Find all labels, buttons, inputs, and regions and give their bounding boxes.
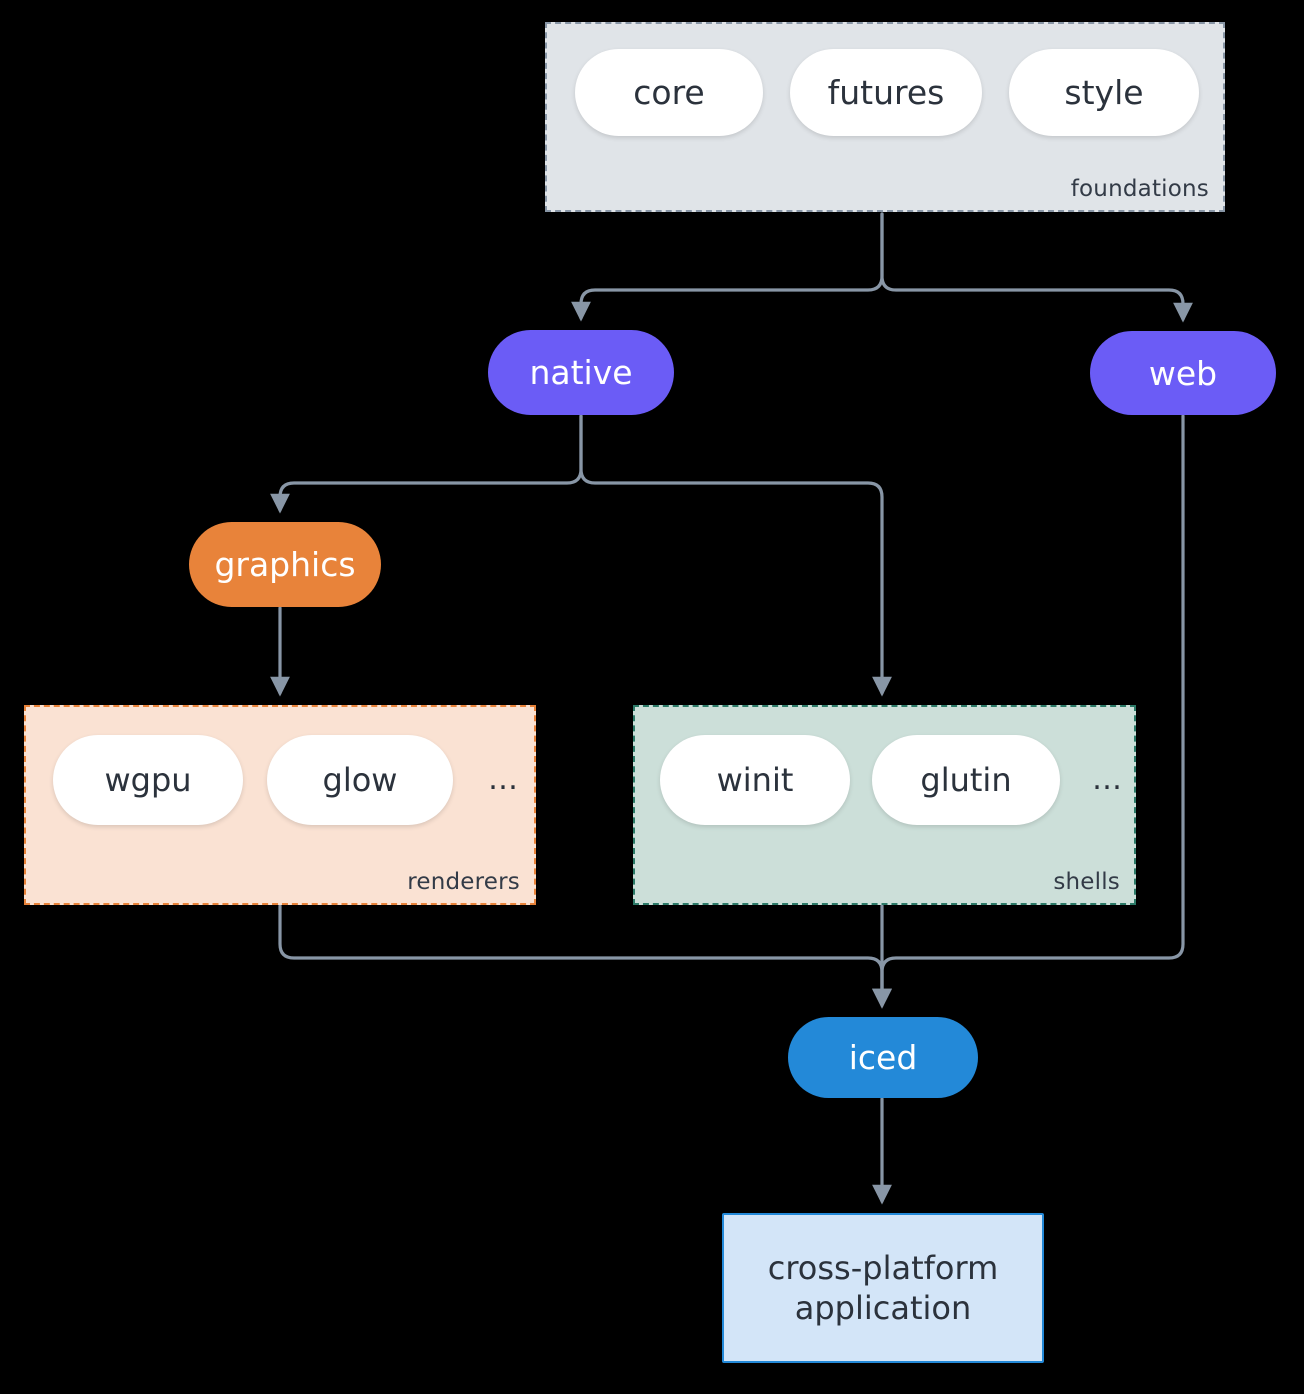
- group-renderers: wgpu glow … renderers: [24, 705, 536, 905]
- group-shells: winit glutin … shells: [633, 705, 1136, 905]
- pill-glutin[interactable]: glutin: [872, 735, 1060, 825]
- shells-more-ellipsis: …: [1092, 762, 1122, 797]
- pill-winit[interactable]: winit: [660, 735, 850, 825]
- edge-renderers-iced: [278, 904, 892, 1009]
- node-iced[interactable]: iced: [788, 1017, 978, 1098]
- shells-items: winit glutin …: [660, 735, 1132, 825]
- edge-foundations-web: [880, 212, 1193, 323]
- pill-glow[interactable]: glow: [267, 735, 453, 825]
- group-foundations: core futures style foundations: [545, 22, 1225, 212]
- node-graphics[interactable]: graphics: [189, 522, 381, 607]
- edge-native-shells: [579, 414, 892, 697]
- group-label-shells: shells: [1053, 869, 1120, 895]
- application-label-line2: application: [794, 1289, 972, 1327]
- group-label-foundations: foundations: [1070, 176, 1209, 202]
- pill-futures[interactable]: futures: [790, 49, 982, 136]
- group-label-renderers: renderers: [407, 869, 520, 895]
- renderers-more-ellipsis: …: [488, 762, 518, 797]
- edge-native-graphics: [270, 414, 583, 514]
- node-cross-platform-application[interactable]: cross-platform application: [722, 1213, 1044, 1363]
- foundations-items: core futures style: [575, 49, 1199, 136]
- node-native[interactable]: native: [488, 330, 674, 415]
- pill-style[interactable]: style: [1009, 49, 1199, 136]
- renderers-items: wgpu glow …: [53, 735, 529, 825]
- application-label-line1: cross-platform: [767, 1248, 999, 1287]
- node-web[interactable]: web: [1090, 331, 1276, 415]
- pill-core[interactable]: core: [575, 49, 763, 136]
- edge-foundations-native: [571, 212, 884, 322]
- pill-wgpu[interactable]: wgpu: [53, 735, 243, 825]
